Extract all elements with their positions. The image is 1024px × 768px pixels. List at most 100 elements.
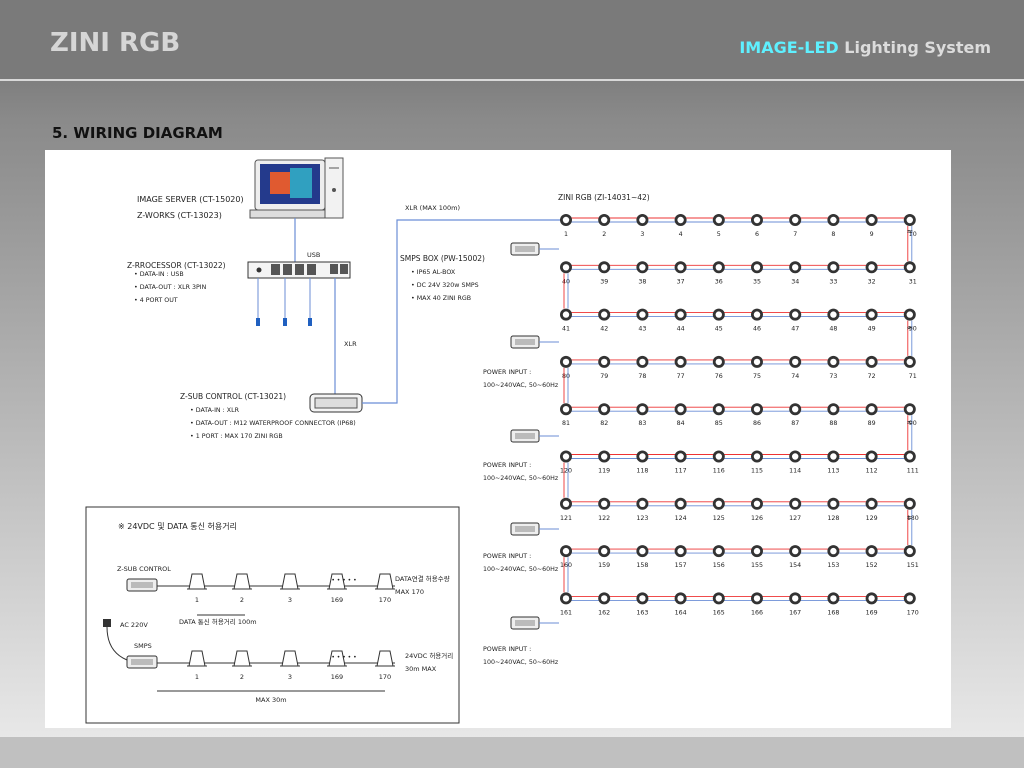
fixture-number: 47 bbox=[791, 326, 799, 333]
fixture-number: 38 bbox=[638, 278, 646, 285]
fixture-number: 43 bbox=[638, 326, 646, 333]
fixture-number: 111 bbox=[907, 468, 919, 475]
fixture-number: 90 bbox=[909, 420, 917, 427]
fixture-number: 128 bbox=[827, 515, 839, 522]
inset-max-label: MAX 30m bbox=[255, 696, 286, 704]
fixture-number: 80 bbox=[562, 373, 570, 380]
fixture-node: 129 bbox=[866, 497, 878, 522]
subcontrol-bullet: • DATA-IN : XLR bbox=[190, 407, 240, 414]
fixture-number: 74 bbox=[791, 373, 799, 380]
fixture-node: 123 bbox=[636, 497, 648, 522]
inset-node: 2 bbox=[232, 650, 252, 681]
fixture-number: 124 bbox=[675, 515, 687, 522]
break-mark: ≈ bbox=[906, 227, 913, 236]
fixture-node: 124 bbox=[675, 497, 687, 522]
fixture-node: 126 bbox=[751, 497, 763, 522]
fixture-number: 123 bbox=[636, 515, 648, 522]
fixture-node: 74 bbox=[789, 355, 802, 380]
smps-bullet: • IP65 AL-BOX bbox=[411, 269, 456, 276]
fixture-node: 81 bbox=[560, 403, 572, 427]
fixture-node: 111 bbox=[903, 450, 919, 475]
fixture-number: 3 bbox=[640, 231, 644, 238]
fixture-number: 113 bbox=[827, 468, 839, 475]
fixture-node: 90 bbox=[903, 403, 917, 427]
fixture-number: 127 bbox=[789, 515, 801, 522]
smps-box bbox=[510, 522, 559, 536]
fixture-number: 32 bbox=[868, 278, 876, 285]
fixture-node: 87 bbox=[789, 403, 802, 427]
fixture-number: 129 bbox=[866, 515, 878, 522]
fixture-number: 166 bbox=[751, 609, 763, 616]
fixture-node: 31 bbox=[903, 261, 917, 285]
fixture-node: 116 bbox=[713, 450, 725, 475]
fixture-node: 118 bbox=[636, 450, 648, 475]
fixture-number: 163 bbox=[636, 609, 648, 616]
fixture-number: 153 bbox=[827, 562, 839, 569]
fixture-number: 2 bbox=[602, 231, 606, 238]
inset-node-label: 169 bbox=[331, 596, 343, 604]
fixture-number: 76 bbox=[715, 373, 723, 380]
fixture-number: 157 bbox=[675, 562, 687, 569]
fixture-node: 161 bbox=[560, 592, 572, 616]
inset-node-label: 169 bbox=[331, 673, 343, 681]
inset-node-label: 170 bbox=[379, 673, 391, 681]
fixture-node: 34 bbox=[789, 261, 802, 285]
fixture-node: 35 bbox=[751, 261, 763, 285]
fixture-node: 37 bbox=[674, 261, 687, 285]
fixture-number: 39 bbox=[600, 278, 608, 285]
subcontrol-bullet: • DATA-OUT : M12 WATERPROOF CONNECTOR (I… bbox=[190, 420, 356, 427]
fixture-node: 50 bbox=[903, 308, 917, 333]
fixture-number: 5 bbox=[717, 231, 721, 238]
inset-node-label: 2 bbox=[240, 673, 244, 681]
fixture-node: 170 bbox=[903, 592, 919, 616]
fixture-number: 71 bbox=[909, 373, 917, 380]
fixture-node: 127 bbox=[789, 497, 801, 522]
fixture-node: 72 bbox=[865, 355, 878, 380]
fixture-node: 36 bbox=[712, 261, 725, 285]
break-mark: ≈ bbox=[906, 324, 913, 333]
fixture-node: 75 bbox=[751, 355, 763, 380]
fixture-node: 153 bbox=[827, 545, 839, 569]
fixture-number: 82 bbox=[600, 420, 608, 427]
server-label-2: Z-WORKS (CT-13023) bbox=[137, 211, 222, 220]
xlr-max-label: XLR (MAX 100m) bbox=[405, 204, 460, 212]
fixture-number: 46 bbox=[753, 326, 761, 333]
processor-bullet: • 4 PORT OUT bbox=[134, 297, 178, 304]
smps-title: SMPS BOX (PW-15002) bbox=[400, 254, 485, 263]
fixture-number: 158 bbox=[636, 562, 648, 569]
fixture-number: 83 bbox=[638, 420, 646, 427]
fixture-number: 41 bbox=[562, 326, 570, 333]
fixture-node: 88 bbox=[827, 403, 840, 427]
subcontrol-box bbox=[309, 393, 363, 413]
smps-box bbox=[510, 616, 559, 630]
fixture-node: 44 bbox=[674, 308, 687, 333]
fixture-node: 167 bbox=[789, 592, 801, 616]
fixture-node: 40 bbox=[560, 261, 572, 285]
fixture-node: 112 bbox=[866, 450, 878, 475]
inset-node: 3 bbox=[280, 573, 300, 604]
inset-subcontrol-label: Z-SUB CONTROL bbox=[117, 565, 171, 573]
fixture-node: 122 bbox=[598, 497, 610, 522]
fixture-number: 6 bbox=[755, 231, 759, 238]
processor-bullet: • DATA-OUT : XLR 3PIN bbox=[134, 284, 207, 291]
fixture-number: 116 bbox=[713, 468, 725, 475]
fixture-node: 83 bbox=[636, 403, 649, 427]
fixture-node: 49 bbox=[865, 308, 878, 333]
power-input-label: POWER INPUT : bbox=[483, 462, 531, 469]
fixture-node: 3 bbox=[636, 214, 649, 238]
break-mark: ≈ bbox=[906, 418, 913, 427]
fixture-number: 77 bbox=[677, 373, 685, 380]
fixture-number: 122 bbox=[598, 515, 610, 522]
fixture-number: 162 bbox=[598, 609, 610, 616]
data-distance: DATA 통신 허용거리 100m bbox=[179, 617, 257, 626]
fixture-number: 4 bbox=[679, 231, 683, 238]
fixture-node: 166 bbox=[751, 592, 763, 616]
power-input-label: POWER INPUT : bbox=[483, 553, 531, 560]
fixture-number: 8 bbox=[831, 231, 835, 238]
fixture-number: 112 bbox=[866, 468, 878, 475]
inset-node-label: 3 bbox=[288, 596, 292, 604]
fixture-number: 48 bbox=[829, 326, 837, 333]
fixture-node: 1 bbox=[560, 214, 572, 238]
smps-box bbox=[510, 242, 559, 256]
fixture-number: 87 bbox=[791, 420, 799, 427]
